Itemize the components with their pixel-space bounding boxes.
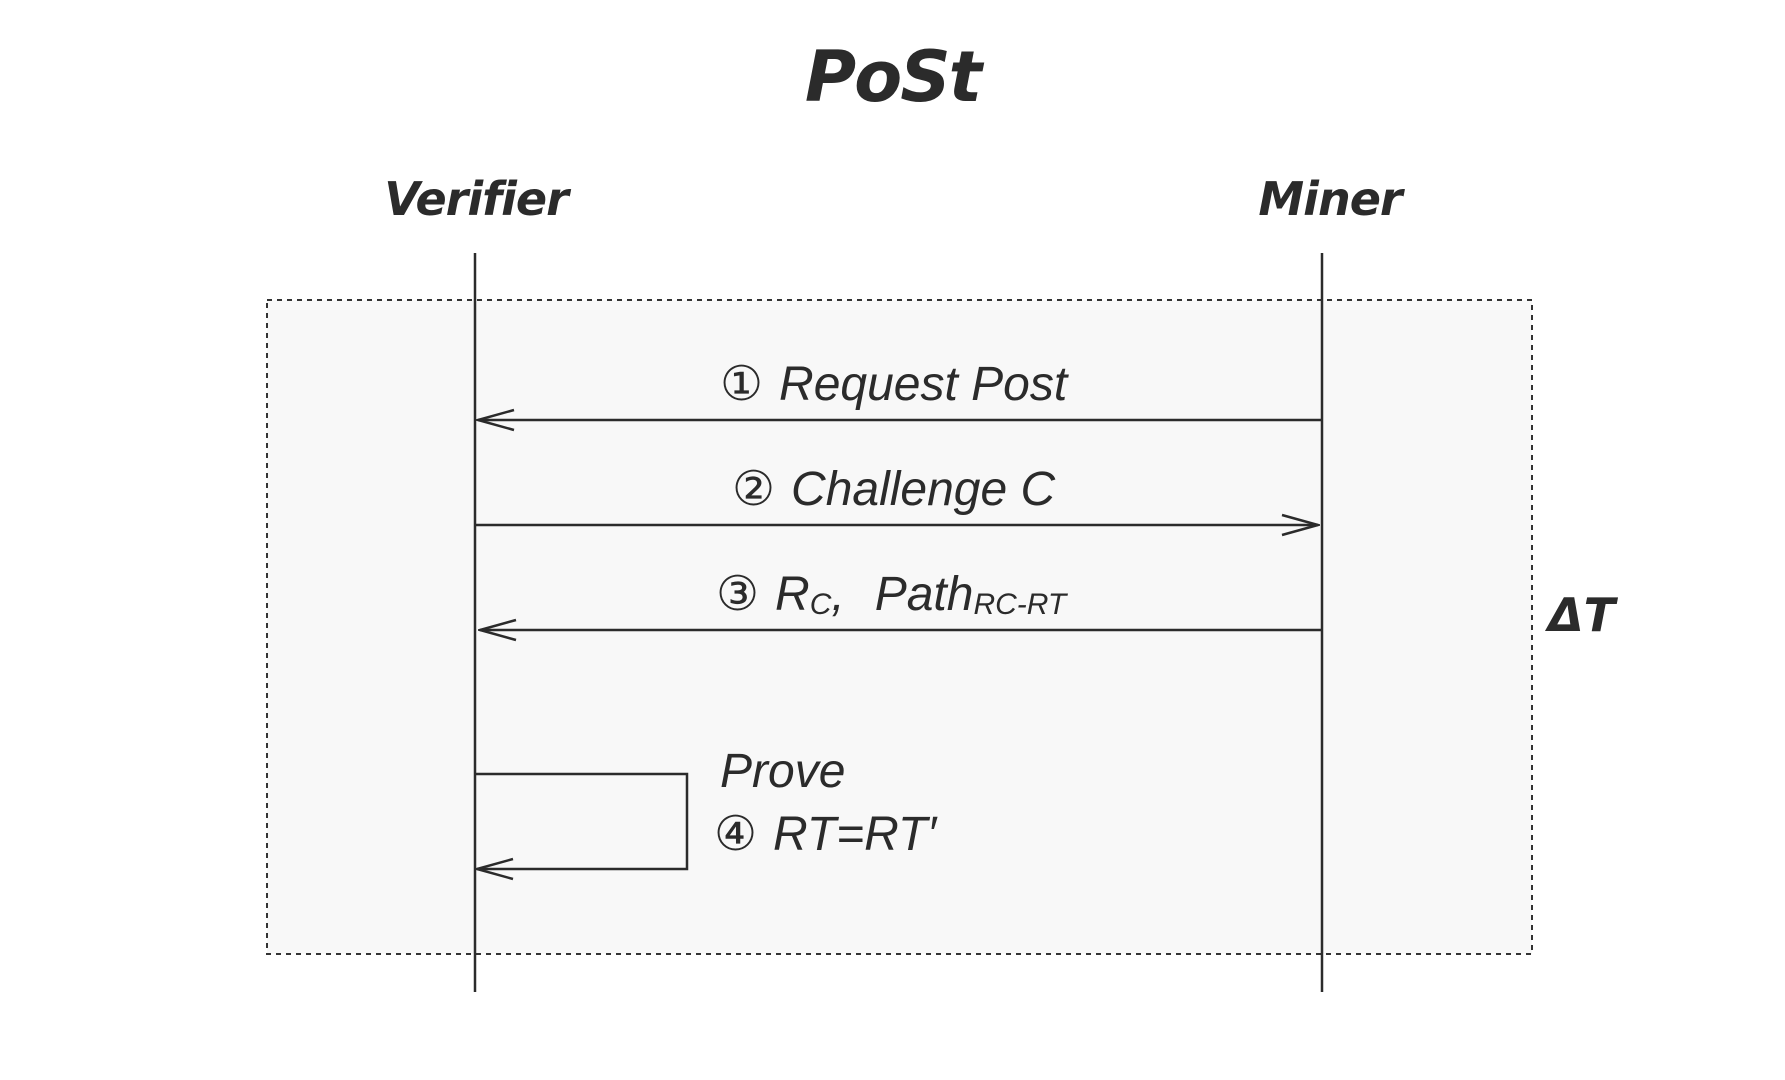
message-verify-root: ④ RT=RT′ [714, 806, 936, 862]
delta-t-label: ΔT [1548, 588, 1615, 642]
step-number: ① [720, 358, 764, 411]
path-subscript: RC-RT [973, 588, 1067, 621]
message-text: Challenge C [791, 463, 1056, 516]
message-request-post: ① Request Post [720, 356, 1067, 412]
verifier-label: Verifier [384, 172, 569, 226]
root-symbol: R [775, 568, 810, 621]
message-text: Request Post [779, 358, 1068, 411]
separator: , [831, 568, 845, 621]
message-text: RT=RT′ [773, 808, 937, 861]
path-symbol: Path [874, 568, 974, 621]
step-number: ④ [714, 808, 758, 861]
diagram-title: PoSt [804, 36, 982, 118]
miner-label: Miner [1258, 172, 1402, 226]
step-number: ② [732, 463, 776, 516]
prove-label: Prove [720, 745, 846, 798]
root-subscript: C [809, 588, 832, 621]
step-number: ③ [716, 568, 760, 621]
message-challenge: ② Challenge C [732, 461, 1055, 517]
prove-self-loop-arrow [475, 772, 689, 869]
